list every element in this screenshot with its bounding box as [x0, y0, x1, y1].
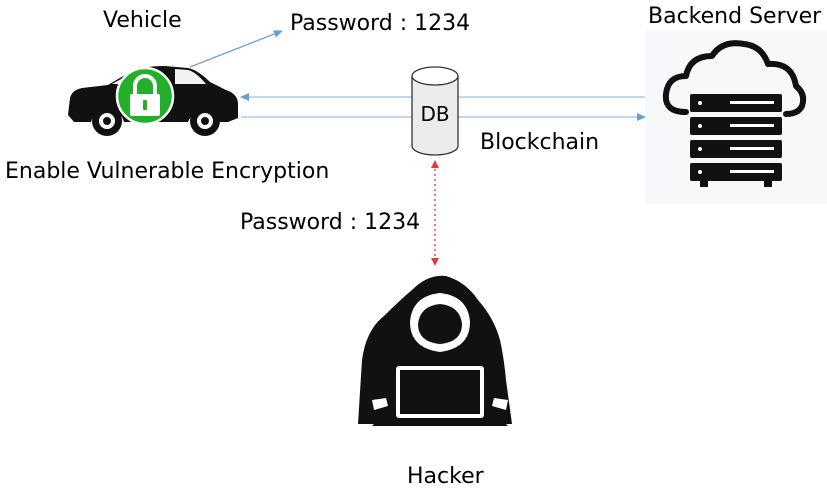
vehicle-label: Vehicle	[103, 8, 182, 33]
hooded-hacker-laptop-icon	[358, 275, 512, 426]
arrow-vehicle-to-password	[189, 30, 283, 68]
password-top-label: Password : 1234	[290, 11, 471, 36]
database-cylinder-icon: DB	[411, 66, 459, 156]
blockchain-label: Blockchain	[480, 130, 600, 155]
cloud-server-icon	[662, 40, 807, 187]
hacker-label: Hacker	[407, 464, 484, 489]
enable-vulnerable-encryption-label: Enable Vulnerable Encryption	[5, 159, 330, 184]
lock-icon	[115, 66, 175, 126]
db-label: DB	[420, 102, 449, 126]
password-mid-label: Password : 1234	[240, 210, 421, 235]
backend-server-label: Backend Server	[648, 4, 822, 29]
